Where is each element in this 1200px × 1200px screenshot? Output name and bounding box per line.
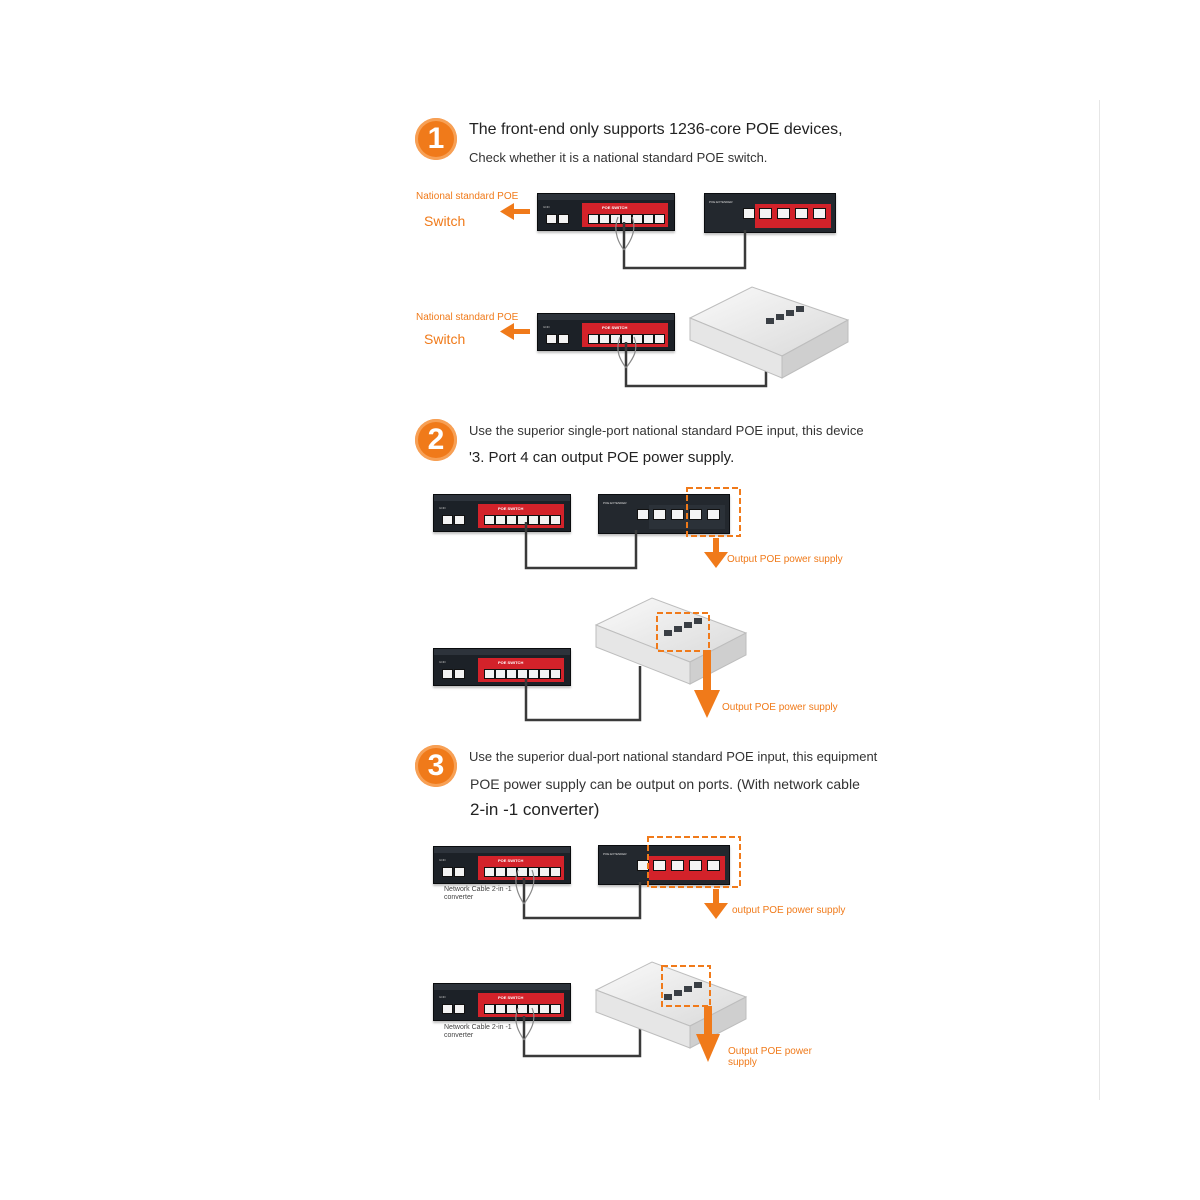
outdoor-extender-2b (596, 598, 746, 684)
cable-1a (624, 222, 745, 268)
highlight-box-2a (687, 488, 740, 536)
cable-3a (524, 878, 640, 918)
arrow-down-2a (704, 538, 728, 568)
outdoor-extender-1b (690, 287, 848, 378)
arrow-left-2 (500, 323, 530, 340)
highlight-box-3a (648, 837, 740, 887)
cable-2a (526, 522, 636, 568)
arrow-down-3a (704, 889, 728, 919)
cable-2b (526, 666, 640, 720)
arrow-left-1 (500, 203, 530, 220)
